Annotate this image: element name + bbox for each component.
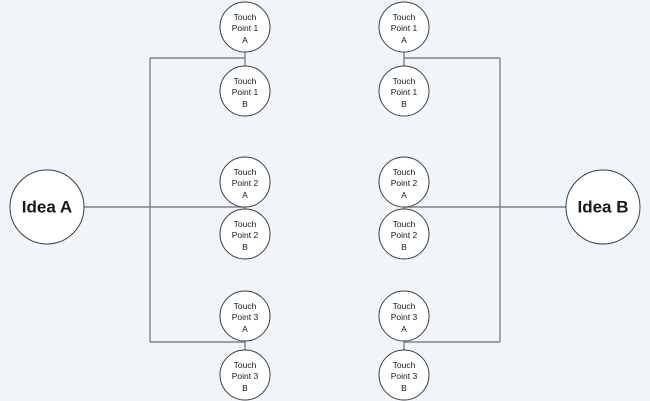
touchpoint-label-line2: Point 1 (232, 23, 259, 33)
touchpoint-label-line1: Touch (393, 76, 416, 86)
touchpoint-node[interactable]: Touch Point 1 B (219, 65, 271, 117)
touchpoint-label-line3: A (401, 324, 407, 334)
touchpoint-label-line3: B (242, 242, 248, 252)
touchpoint-node[interactable]: Touch Point 3 B (219, 349, 271, 401)
touchpoint-label-line1: Touch (393, 12, 416, 22)
touchpoint-circle[interactable] (219, 1, 271, 53)
touchpoint-circle[interactable] (378, 349, 430, 401)
touchpoint-label-line1: Touch (234, 167, 257, 177)
touchpoint-circle[interactable] (378, 1, 430, 53)
idea-b-node[interactable]: Idea B (565, 169, 641, 245)
touchpoint-label-line2: Point 2 (232, 178, 259, 188)
touchpoint-label-line1: Touch (234, 76, 257, 86)
touchpoint-label-line3: B (401, 99, 407, 109)
touchpoint-circle[interactable] (378, 65, 430, 117)
touchpoint-node[interactable]: Touch Point 3 A (219, 290, 271, 342)
touchpoint-circle[interactable] (378, 290, 430, 342)
touchpoint-node[interactable]: Touch Point 3 B (378, 349, 430, 401)
touchpoint-label-line1: Touch (393, 360, 416, 370)
touchpoint-label-line2: Point 3 (391, 371, 418, 381)
idea-a-node[interactable]: Idea A (9, 169, 85, 245)
touchpoint-label-line2: Point 1 (232, 87, 259, 97)
touchpoint-label-line2: Point 3 (391, 312, 418, 322)
touchpoint-label-line1: Touch (234, 219, 257, 229)
touchpoint-circle[interactable] (219, 290, 271, 342)
touchpoint-node[interactable]: Touch Point 1 B (378, 65, 430, 117)
touchpoint-label-line3: A (401, 190, 407, 200)
touchpoint-node[interactable]: Touch Point 1 A (219, 1, 271, 53)
touchpoint-label-line3: A (242, 324, 248, 334)
touchpoint-label-line2: Point 3 (232, 371, 259, 381)
idea-b-label: Idea B (577, 198, 628, 217)
touchpoint-node[interactable]: Touch Point 3 A (378, 290, 430, 342)
touchpoint-label-line2: Point 1 (391, 23, 418, 33)
touchpoint-label-line1: Touch (234, 360, 257, 370)
touchpoint-label-line3: A (242, 35, 248, 45)
touchpoint-label-line2: Point 2 (391, 178, 418, 188)
touchpoint-label-line2: Point 3 (232, 312, 259, 322)
touchpoint-label-line1: Touch (234, 301, 257, 311)
touchpoint-label-line1: Touch (393, 301, 416, 311)
touchpoint-node[interactable]: Touch Point 1 A (378, 1, 430, 53)
touchpoint-label-line2: Point 2 (232, 230, 259, 240)
touchpoint-label-line2: Point 1 (391, 87, 418, 97)
touchpoint-label-line3: B (401, 383, 407, 393)
touchpoint-label-line3: B (401, 242, 407, 252)
touchpoint-node[interactable]: Touch Point 2 B (378, 208, 430, 260)
touchpoint-label-line3: A (401, 35, 407, 45)
touchpoint-circle[interactable] (378, 156, 430, 208)
touchpoint-node[interactable]: Touch Point 2 A (378, 156, 430, 208)
touchpoint-label-line3: B (242, 99, 248, 109)
touchpoint-label-line3: A (242, 190, 248, 200)
touchpoint-node[interactable]: Touch Point 2 A (219, 156, 271, 208)
touchpoint-label-line2: Point 2 (391, 230, 418, 240)
touchpoint-label-line1: Touch (234, 12, 257, 22)
left-touchpoint-column: Touch Point 1 A Touch Point 1 B Touch Po… (219, 1, 271, 401)
touchpoint-circle[interactable] (219, 156, 271, 208)
idea-a-circle[interactable] (9, 169, 85, 245)
touchpoint-circle[interactable] (219, 65, 271, 117)
connector-layer (84, 52, 566, 350)
touchpoint-circle[interactable] (219, 208, 271, 260)
idea-b-circle[interactable] (565, 169, 641, 245)
touchpoint-node[interactable]: Touch Point 2 B (219, 208, 271, 260)
idea-a-label: Idea A (22, 198, 72, 217)
touchpoint-label-line1: Touch (393, 219, 416, 229)
touchpoint-circle[interactable] (378, 208, 430, 260)
touchpoint-label-line3: B (242, 383, 248, 393)
touchpoint-circle[interactable] (219, 349, 271, 401)
touchpoint-label-line1: Touch (393, 167, 416, 177)
right-touchpoint-column: Touch Point 1 A Touch Point 1 B Touch Po… (378, 1, 430, 401)
